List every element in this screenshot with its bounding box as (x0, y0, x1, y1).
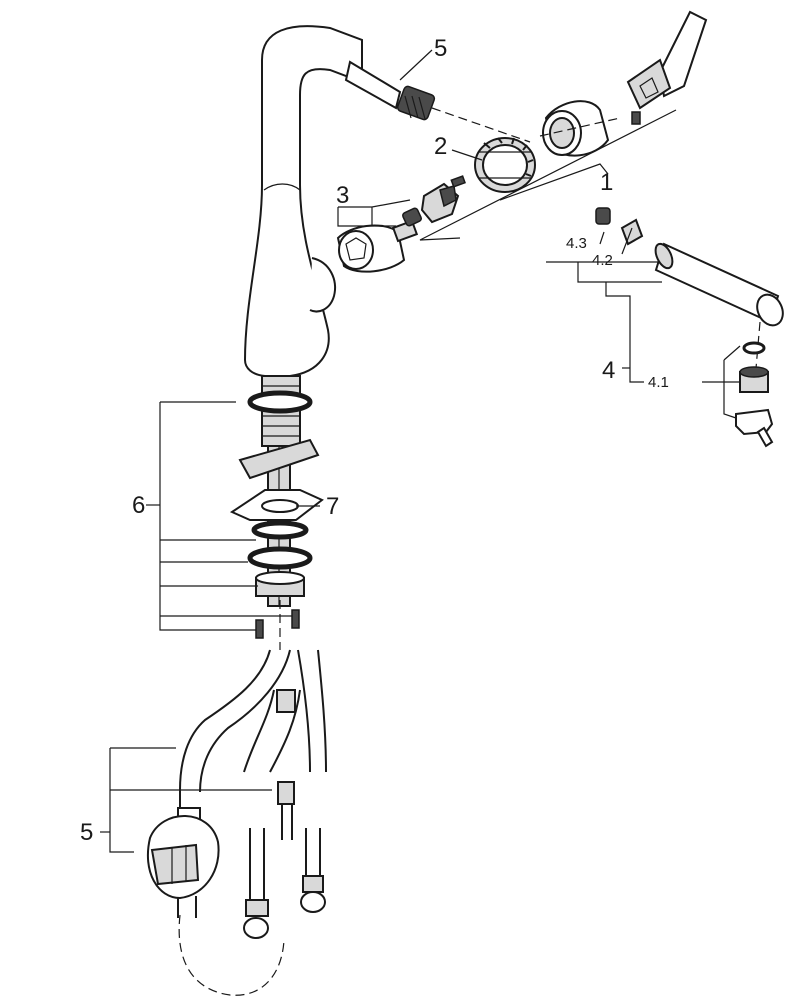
callout-2: 2 (434, 133, 447, 160)
pull-out-hose-top (344, 60, 436, 121)
mounting-kit (229, 390, 324, 639)
supply-hoses (178, 600, 327, 996)
callout-labels: 5 2 1 3 4.3 4.2 4 4.1 6 7 5 (80, 35, 669, 846)
hose-weight (146, 807, 220, 918)
callout-4: 4 (602, 357, 615, 384)
callout-4-3: 4.3 (566, 235, 587, 252)
callout-5-bottom: 5 (80, 819, 93, 846)
lever-handle (626, 10, 708, 125)
callout-3: 3 (336, 182, 349, 209)
spray-head-group (595, 207, 784, 448)
cartridge-group (336, 100, 610, 273)
callout-6: 6 (132, 492, 145, 519)
callout-1: 1 (600, 169, 613, 196)
callout-4-2: 4.2 (592, 252, 613, 269)
callout-7: 7 (326, 493, 339, 520)
leader-lines (100, 49, 741, 853)
callout-5-top: 5 (434, 35, 447, 62)
callout-4-1: 4.1 (648, 374, 669, 391)
